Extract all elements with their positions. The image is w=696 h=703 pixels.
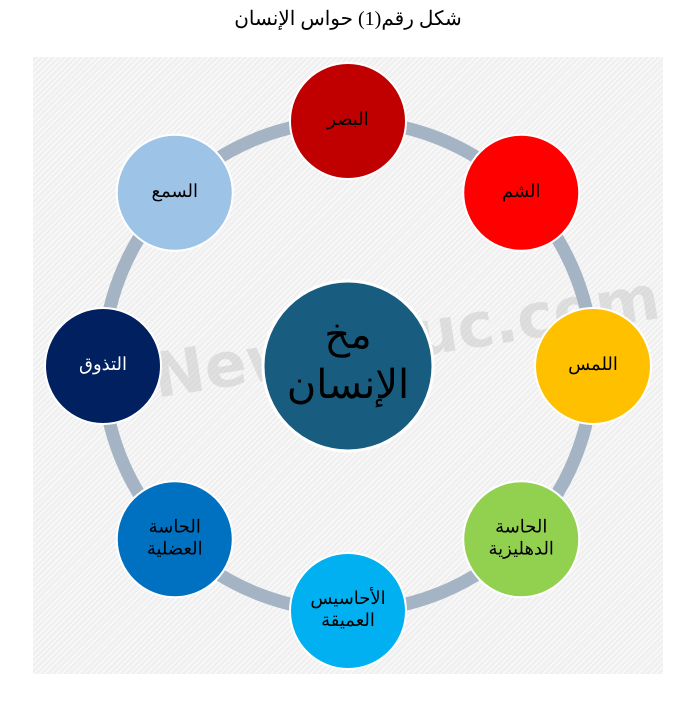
- sense-node-taste-label-line-1: التذوق: [79, 354, 127, 375]
- sense-node-hearing: السمع: [115, 133, 234, 252]
- sense-node-sight-label-line-1: البصر: [326, 109, 368, 130]
- figure-title: شكل رقم(1) حواس الإنسان: [234, 8, 462, 30]
- sense-node-deep-sensation-label-line-2: العميقة: [321, 610, 375, 630]
- sense-node-smell-circle: [462, 133, 581, 252]
- center-node-label-line-1: مخ: [324, 312, 371, 358]
- sense-node-touch-label-line-1: اللمس: [568, 354, 618, 375]
- sense-node-muscle-sense-label-line-2: العضلية: [147, 538, 203, 558]
- sense-node-touch-circle: [534, 307, 652, 425]
- sense-node-vestibular-label-line-2: الدهليزية: [489, 538, 554, 559]
- sense-node-hearing-circle: [115, 133, 234, 252]
- center-node-circle: [261, 279, 435, 453]
- sense-node-smell: الشم: [462, 133, 581, 252]
- sense-node-deep-sensation-label-line-1: الأحاسيس: [310, 586, 385, 609]
- sense-node-taste-circle: [44, 307, 162, 425]
- sense-node-deep-sensation-circle: [289, 552, 407, 670]
- sense-node-touch: اللمس: [534, 307, 652, 425]
- sense-node-muscle-sense-circle: [115, 480, 234, 599]
- sense-node-taste: التذوق: [44, 307, 162, 425]
- sense-node-hearing-label-line-1: السمع: [151, 181, 198, 202]
- sense-node-smell-label-line-1: الشم: [502, 181, 541, 202]
- sense-nodes: البصرالشماللمسالحاسةالدهليزيةالأحاسيسالع…: [44, 62, 652, 670]
- sense-node-vestibular-circle: [462, 480, 581, 599]
- sense-node-muscle-sense-label-line-1: الحاسة: [149, 516, 201, 536]
- sense-node-vestibular-label-line-1: الحاسة: [495, 516, 547, 536]
- sense-node-sight-circle: [289, 62, 407, 180]
- center-node-label-line-2: الإنسان: [287, 362, 409, 409]
- sense-node-sight: البصر: [289, 62, 407, 180]
